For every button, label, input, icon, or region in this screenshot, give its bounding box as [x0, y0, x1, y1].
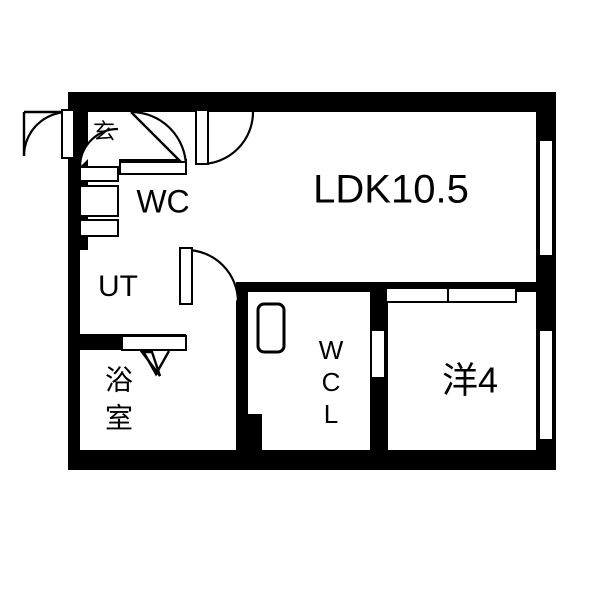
shoe-closet-panel-mid: [79, 185, 119, 217]
bath-folding-door[interactable]: [121, 335, 187, 377]
entrance-door[interactable]: [22, 109, 75, 159]
shoe-closet-panel-top: [79, 166, 119, 182]
wc-door-opening[interactable]: [119, 161, 187, 175]
ldk-window: [538, 139, 554, 257]
genkan-inner-door[interactable]: [78, 127, 119, 168]
shoe-closet-panel-bottom: [79, 219, 119, 237]
bath-floor: [80, 350, 186, 450]
ut-floor: [80, 250, 186, 334]
wc-wall-pier-a: [68, 160, 88, 170]
ldk-entry-door-arc: [200, 111, 255, 166]
ldk-label: LDK10.5: [313, 168, 469, 212]
ldk-entry-door[interactable]: [195, 109, 255, 166]
bedroom-sliding-panel-left: [385, 287, 449, 303]
ldk-floor-extension: [236, 112, 536, 282]
entrance-door-leaf: [61, 109, 75, 159]
bedroom-window: [538, 329, 554, 441]
wall-structure: [68, 92, 556, 470]
wc-label: WC: [136, 183, 189, 219]
fixtures-group: [256, 302, 286, 354]
bath-label-line2: 室: [105, 402, 133, 433]
wcl-lower-floor: [262, 414, 370, 450]
bath-door-triangle: [141, 350, 171, 377]
hall-door[interactable]: [130, 110, 188, 168]
wcl-label-char2: C: [322, 367, 341, 397]
wcl-door-opening[interactable]: [370, 329, 386, 379]
bedroom-sliding-panel-right: [447, 287, 517, 303]
ut-door[interactable]: [179, 247, 240, 305]
bath-door-panel: [121, 335, 187, 351]
doors-group: [22, 109, 554, 441]
genkan-label: 玄: [93, 119, 115, 144]
western-room-label: 洋4: [442, 360, 498, 401]
bath-label-line1: 浴: [105, 364, 133, 395]
room-labels: LDK10.5 洋4 WC UT 浴 室 W C L 玄: [93, 119, 498, 434]
ut-door-arc: [185, 248, 240, 303]
ut-label: UT: [98, 270, 138, 303]
sink-basin-icon: [256, 302, 286, 354]
bedroom-sliding-door[interactable]: [385, 287, 517, 303]
hall-door-leaf: [130, 111, 187, 168]
wcl-label-char3: L: [324, 399, 338, 429]
western-room-floor: [388, 292, 536, 450]
ldk-entry-door-leaf: [195, 109, 209, 165]
wcl-label-char1: W: [319, 335, 344, 365]
ut-door-leaf: [179, 247, 193, 305]
wc-floor: [120, 176, 208, 232]
